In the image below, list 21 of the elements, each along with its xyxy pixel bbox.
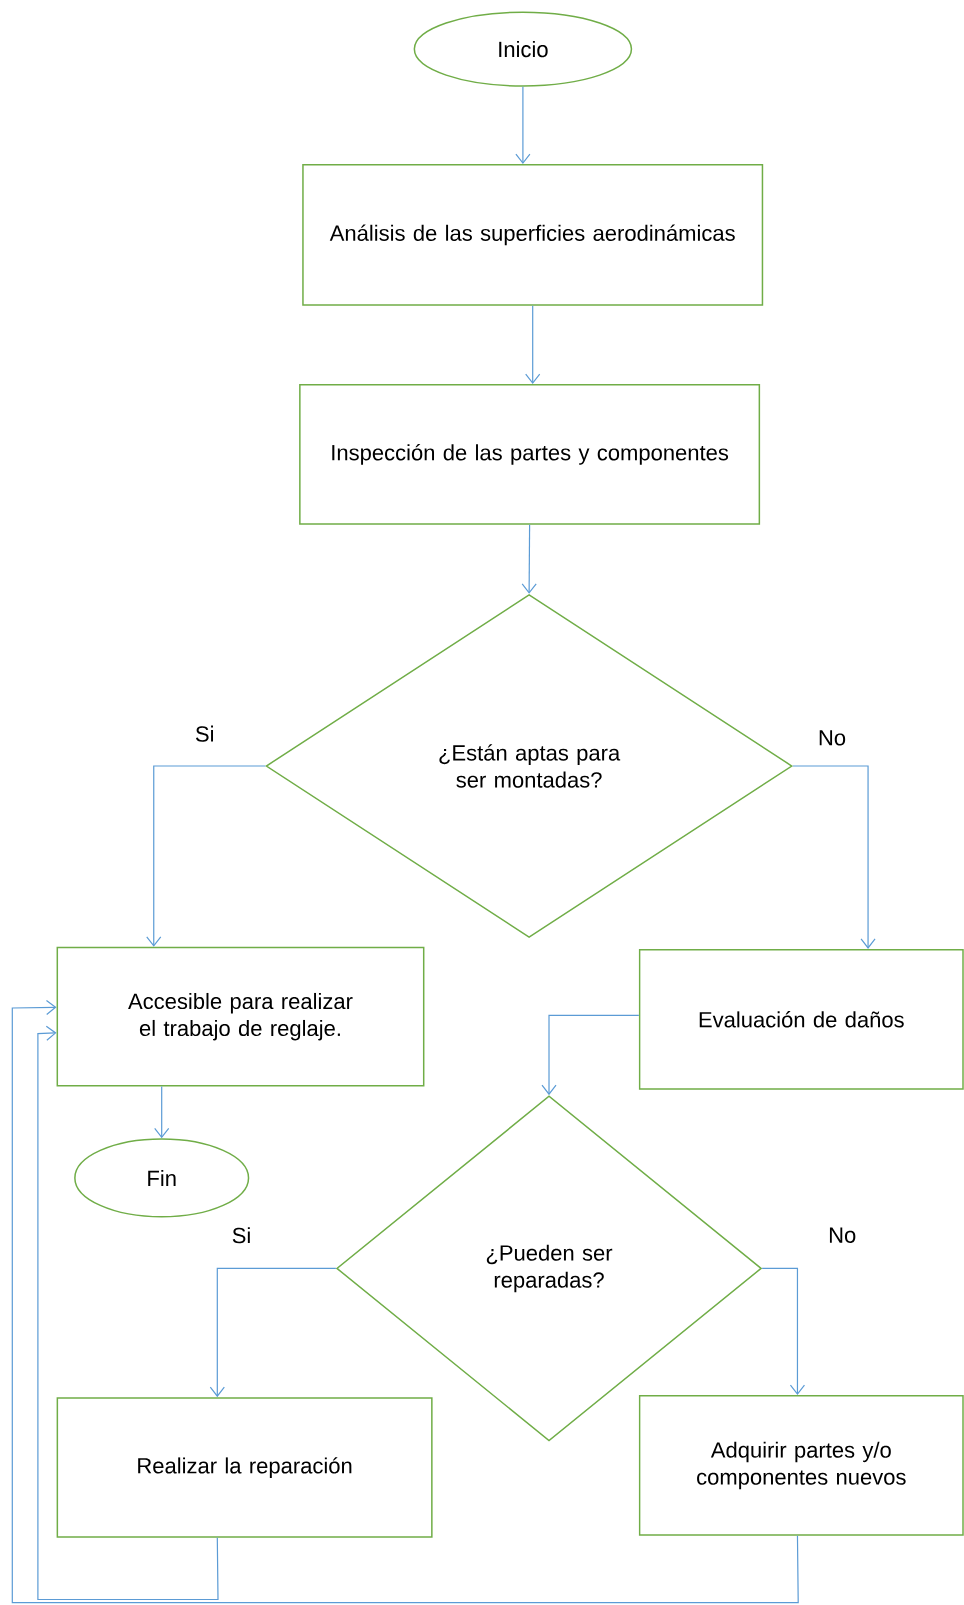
- arrow: [521, 524, 537, 594]
- arrow: [515, 86, 531, 165]
- arrow: [146, 765, 266, 947]
- arrow: [37, 1025, 219, 1601]
- edge-label: No: [827, 1226, 858, 1244]
- process-box: Análisis de las superficies aerodinámicas: [302, 164, 764, 306]
- process-box: Realizar la reparación: [56, 1397, 433, 1538]
- process-box: Evaluación de daños: [638, 948, 964, 1090]
- edge-label: Si: [193, 724, 216, 743]
- process-box: Inspección de las partes y componentes: [299, 384, 761, 525]
- arrow: [154, 1085, 170, 1139]
- arrow: [792, 765, 876, 949]
- arrow: [525, 305, 541, 385]
- arrow: [761, 1267, 806, 1396]
- arrow: [541, 1014, 640, 1096]
- arrow: [209, 1267, 337, 1398]
- process-box: Adquirir partes y/o componentes nuevos: [638, 1395, 964, 1536]
- edge-label: Si: [230, 1226, 253, 1245]
- edge-label: No: [816, 729, 848, 747]
- process-box: Accesible para realizar el trabajo de reglaje.: [56, 946, 425, 1087]
- arrow: [11, 999, 799, 1604]
